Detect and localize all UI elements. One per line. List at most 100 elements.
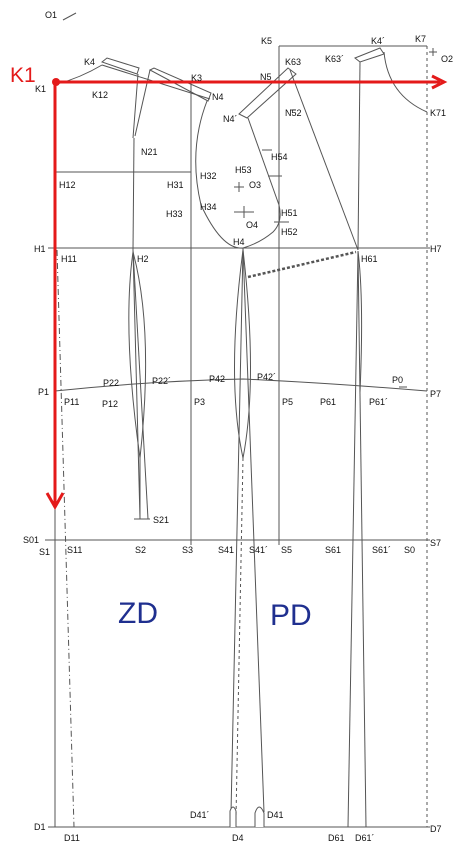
point-label-h2: H2 [137, 254, 149, 264]
point-label-s2: S2 [135, 545, 146, 555]
back-dart-extension [132, 137, 135, 251]
point-label-h34: H34 [200, 202, 217, 212]
point-label-s1: S1 [39, 547, 50, 557]
point-label-k63-prime: K63´ [325, 54, 344, 64]
side-dart-curve-left [234, 249, 244, 459]
front-top [238, 47, 428, 279]
d41-right-notch [254, 806, 265, 827]
back-dart-left [132, 73, 139, 139]
point-label-d41-prime: D41´ [190, 810, 210, 820]
point-label-k5: K5 [261, 36, 272, 46]
front-seam-right [357, 250, 367, 828]
frame-lines [45, 45, 430, 828]
front-shoulder-to-h61 [289, 69, 359, 251]
point-label-o3: O3 [249, 180, 261, 190]
armhole-curve [195, 100, 281, 249]
k1-marker-label: K1 [10, 64, 36, 87]
point-label-p1: P1 [38, 387, 49, 397]
point-label-p61-prime: P61´ [369, 397, 388, 407]
point-label-p61: P61 [320, 397, 336, 407]
front-seam-left [347, 250, 359, 828]
side-dart-curve-right [242, 249, 251, 459]
point-label-d11: D11 [64, 833, 80, 843]
point-label-d61-prime: D61´ [355, 833, 375, 843]
point-label-h54: H54 [271, 152, 288, 162]
point-label-s01: S01 [23, 535, 39, 545]
point-label-o1: O1 [45, 10, 57, 20]
point-label-h51: H51 [281, 208, 298, 218]
point-label-d7: D7 [430, 824, 442, 834]
point-label-n4-prime: N4´ [223, 114, 238, 124]
point-label-k71: K71 [430, 108, 446, 118]
center-seam-right [242, 247, 265, 813]
point-label-n21: N21 [141, 147, 158, 157]
waist-line [54, 378, 428, 392]
back-side-seam-left [132, 249, 141, 520]
point-label-s3: S3 [182, 545, 193, 555]
seam-lines [128, 247, 367, 828]
point-label-k63: K63 [285, 57, 301, 67]
front-piece-label: PD [270, 599, 312, 632]
point-label-h53: H53 [235, 165, 252, 175]
point-label-n52: N52 [285, 108, 302, 118]
point-label-p11: P11 [64, 397, 79, 407]
point-label-h12: H12 [59, 180, 76, 190]
point-label-k1: K1 [35, 84, 46, 94]
point-label-d4: D4 [232, 833, 244, 843]
point-label-s5: S5 [281, 545, 292, 555]
point-label-p12: P12 [102, 399, 118, 409]
back-top [56, 57, 281, 251]
point-label-p22-prime: P22´ [152, 376, 171, 386]
marks [62, 12, 437, 827]
back-shoulder-piece-left [100, 57, 140, 75]
back-side-seam-right [132, 249, 149, 520]
point-label-s41-prime: S41´ [249, 545, 268, 555]
point-label-p0: P0 [392, 375, 403, 385]
point-label-s61-prime: S61´ [372, 545, 391, 555]
point-label-h4: H4 [233, 237, 245, 247]
k1-origin-dot [52, 78, 60, 86]
k1-vertical-arrow-head [45, 492, 65, 511]
point-label-p22: P22 [103, 378, 119, 388]
back-dart-curve-left [128, 251, 141, 459]
back-piece-label: ZD [118, 597, 158, 630]
point-label-d41: D41 [267, 810, 284, 820]
k1-horizontal-arrow-head [431, 74, 448, 90]
point-labels: O1 K4 K1 K12 K3 N4 N21 H12 H31 H32 H33 H… [23, 10, 453, 843]
back-dart-curve-right [132, 251, 147, 459]
d41-left-notch [229, 806, 237, 827]
point-label-p3: P3 [194, 397, 205, 407]
point-label-o4: O4 [246, 220, 258, 230]
point-label-s11: S11 [67, 545, 82, 555]
point-label-o2: O2 [441, 54, 453, 64]
point-label-h33: H33 [166, 209, 183, 219]
point-label-h11: H11 [61, 254, 77, 264]
center-seam-left [230, 247, 244, 814]
back-shoulder-piece-right [148, 67, 212, 102]
point-label-p42: P42 [209, 374, 225, 384]
point-label-k3: K3 [191, 73, 202, 83]
point-label-p42-prime: P42´ [257, 372, 276, 382]
point-label-h1: H1 [34, 244, 46, 254]
point-label-s61: S61 [325, 545, 341, 555]
point-label-k12: K12 [92, 90, 108, 100]
front-side-curve [357, 250, 363, 393]
point-label-h32: H32 [200, 171, 217, 181]
point-label-h7: H7 [430, 244, 442, 254]
point-label-s41: S41 [218, 545, 234, 555]
point-label-h52: H52 [281, 227, 298, 237]
front-neck-piece [354, 47, 385, 63]
point-label-d1: D1 [34, 822, 46, 832]
point-label-s21: S21 [153, 515, 169, 525]
point-label-p5: P5 [282, 397, 293, 407]
front-neck-curve [383, 51, 428, 113]
point-label-k4: K4 [84, 57, 95, 67]
k1-axes [45, 74, 448, 511]
point-label-k7: K7 [415, 34, 426, 44]
o1-tick [62, 12, 77, 21]
point-label-n4: N4 [212, 92, 224, 102]
back-center-dashed [56, 249, 75, 828]
point-label-n5: N5 [260, 72, 272, 82]
point-label-k4-prime: K4´ [371, 36, 385, 46]
